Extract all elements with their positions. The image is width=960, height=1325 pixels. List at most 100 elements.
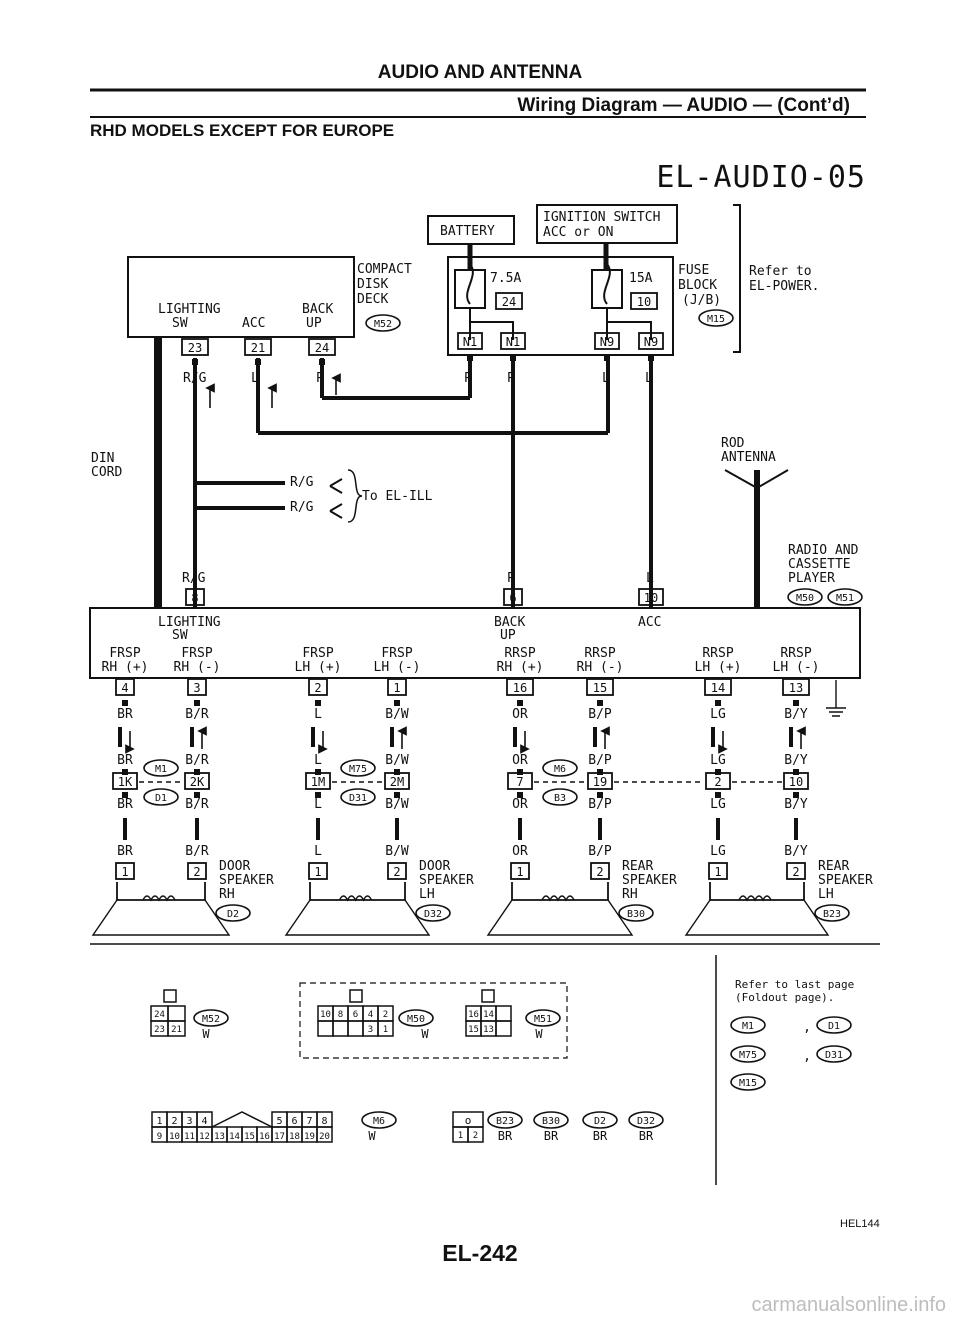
radio-pin-10-box: [638, 588, 664, 606]
m50-face-top-cell-label-3: 4: [368, 1010, 373, 1020]
output-color-3-3: B/W: [385, 797, 409, 812]
joint-pin-7-box: [783, 772, 809, 790]
m52-face-cell-3: [167, 1020, 186, 1037]
joint-connector-top-1: M75: [349, 764, 367, 775]
speaker-name-1-3: REAR: [818, 859, 849, 874]
m51-face-cell-5: [495, 1020, 512, 1037]
speaker-connector-1: D32: [424, 909, 442, 920]
joint-connector-top-2-oval: [542, 759, 578, 777]
m6-connector-label: M6: [373, 1116, 385, 1127]
output-label-6-b: LH (+): [695, 660, 742, 675]
m50-face-bot-cell-4: [377, 1020, 394, 1037]
output-label-2-b: LH (+): [295, 660, 342, 675]
speaker-pin-7: 2: [792, 865, 799, 879]
deck-wire-color-rg: R/G: [183, 371, 207, 386]
joint-connector-bottom-2-oval: [542, 788, 578, 806]
speaker-pin-2-box: [308, 862, 328, 880]
m50-connector-label-oval: [398, 1009, 434, 1027]
speaker-name-3-3: LH: [818, 887, 834, 902]
output-color-2-1: B/R: [185, 753, 209, 768]
radio-output-pin-1: 3: [193, 681, 200, 695]
models-note: RHD MODELS EXCEPT FOR EUROPE: [90, 121, 395, 140]
output-label-6-a: RRSP: [702, 646, 733, 661]
radio-pin-10: 10: [644, 591, 658, 605]
m51-face-cell-label-3: 15: [468, 1025, 479, 1035]
speaker-connector-1-oval: [415, 904, 451, 922]
speaker-pin-0: 1: [121, 865, 128, 879]
output-label-0-b: RH (+): [102, 660, 149, 675]
fuse1-number-box: [495, 292, 523, 310]
m50-latch: [349, 989, 363, 1003]
cd-deck-box: [127, 256, 355, 338]
joint-connector-bottom-1-oval: [340, 788, 376, 806]
output-color-3-4: OR: [512, 797, 528, 812]
m50-face-bot-cell-label-3: 3: [368, 1025, 373, 1035]
fuse-terminal-dot-2: [604, 355, 610, 361]
foldout-connector-1: D1: [828, 1021, 840, 1032]
ground-icon: [826, 680, 846, 717]
fuse2-split: [606, 308, 652, 340]
fuse-terminal-dot-1: [510, 355, 516, 361]
m51-latch: [481, 989, 495, 1003]
spk-connector-2: D2: [594, 1116, 606, 1127]
deck-acc-label: ACC: [242, 316, 265, 331]
m6-bot-label-1: 10: [169, 1132, 180, 1142]
page-subtitle: Wiring Diagram — AUDIO — (Cont’d): [517, 95, 850, 116]
speaker-pin-4-box: [510, 862, 530, 880]
fuse2-number-box: [630, 292, 658, 310]
output-color-3-7: B/Y: [784, 797, 808, 812]
m6-top-label-0: 1: [156, 1116, 162, 1127]
joint-pin-6-box: [705, 772, 731, 790]
joint-pin-4: 7: [516, 775, 523, 789]
m51-color: W: [535, 1027, 543, 1041]
speaker-coil-icon-1: [338, 895, 373, 902]
radio-output-pin-0-box: [115, 678, 135, 696]
speaker-pin-5-box: [590, 862, 610, 880]
m6-bot-cell-11: [316, 1126, 333, 1143]
joint-connector-top-2: M6: [554, 764, 566, 775]
joint-dot-top-2: [315, 769, 321, 775]
deck-wire-color-l: L: [251, 371, 259, 386]
output-label-3-a: FRSP: [381, 646, 412, 661]
m6-bot-label-7: 16: [259, 1132, 270, 1142]
m50-face-bot-cell-2: [347, 1020, 364, 1037]
m51-connector-label: M51: [534, 1014, 552, 1025]
m6-bot-label-8: 17: [274, 1132, 285, 1142]
radio-back-label-1: BACK: [494, 615, 525, 630]
m52-latch: [163, 989, 177, 1003]
m6-color: W: [368, 1129, 376, 1143]
radio-output-dot-2: [315, 700, 321, 706]
joint-connector-bottom-2: B3: [554, 793, 566, 804]
joint-dot-bot-6: [715, 792, 721, 798]
speaker-name-2-2: SPEAKER: [622, 873, 677, 888]
m6-bot-label-6: 15: [244, 1132, 255, 1142]
radio-wire-color-rg: R/G: [182, 571, 206, 586]
rod-antenna-symbol: [724, 469, 789, 490]
speaker-pin-5: 2: [596, 865, 603, 879]
joint-pin-3-box: [384, 772, 410, 790]
fuse-block-connector-oval: [698, 309, 734, 327]
fuse-wire-color-p1: P: [464, 371, 472, 386]
speaker-name-3-2: RH: [622, 887, 638, 902]
m6-bot-label-9: 18: [289, 1132, 300, 1142]
deck-label-1: COMPACT: [357, 262, 412, 277]
speaker-connector-2-oval: [618, 904, 654, 922]
fuse-wire-color-l2: L: [645, 371, 653, 386]
spk-color-3: BR: [639, 1129, 654, 1143]
refer-label-2: EL-POWER.: [749, 279, 819, 294]
speaker-name-1-1: DOOR: [419, 859, 450, 874]
radio-label-3: PLAYER: [788, 571, 835, 586]
output-color-1-2: L: [314, 707, 322, 722]
joint-pin-6: 2: [714, 775, 721, 789]
radio-pin-6: 6: [509, 591, 516, 605]
spk-color-1: BR: [544, 1129, 559, 1143]
speaker-cone-3: [684, 899, 830, 936]
deck-pin-dot-2: [319, 359, 325, 365]
output-color-4-3: B/W: [385, 844, 409, 859]
joint-dot-bot-0: [122, 792, 128, 798]
output-color-4-7: B/Y: [784, 844, 808, 859]
refer-label-1: Refer to: [749, 264, 812, 279]
fuse-terminal-n9a-box: [594, 332, 620, 350]
joint-dot-bot-2: [315, 792, 321, 798]
m52-color: W: [202, 1027, 210, 1041]
